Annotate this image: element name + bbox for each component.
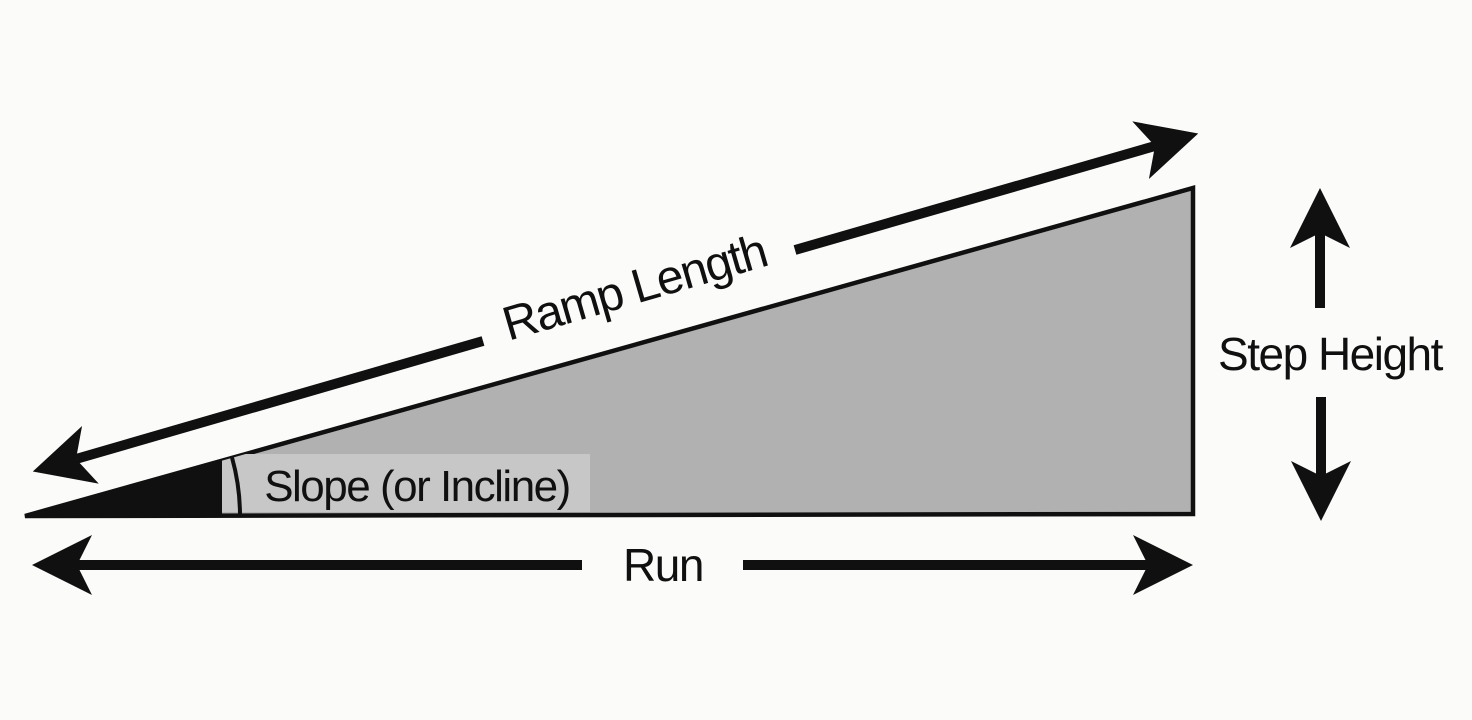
slope-angle-arc [230,456,243,517]
slope-label-band [222,454,590,512]
slope-angle-wedge [25,461,222,516]
step-height-arrow: Step Height [1218,188,1445,521]
slope-label: Slope (or Incline) [264,462,570,511]
run-label: Run [623,539,703,591]
ramp-length-arrow-right [793,121,1199,255]
ramp-triangle [24,185,1196,519]
ramp-length-arrow-left [32,336,485,484]
step-height-label: Step Height [1218,328,1444,380]
run-arrow: Run [31,535,1193,595]
